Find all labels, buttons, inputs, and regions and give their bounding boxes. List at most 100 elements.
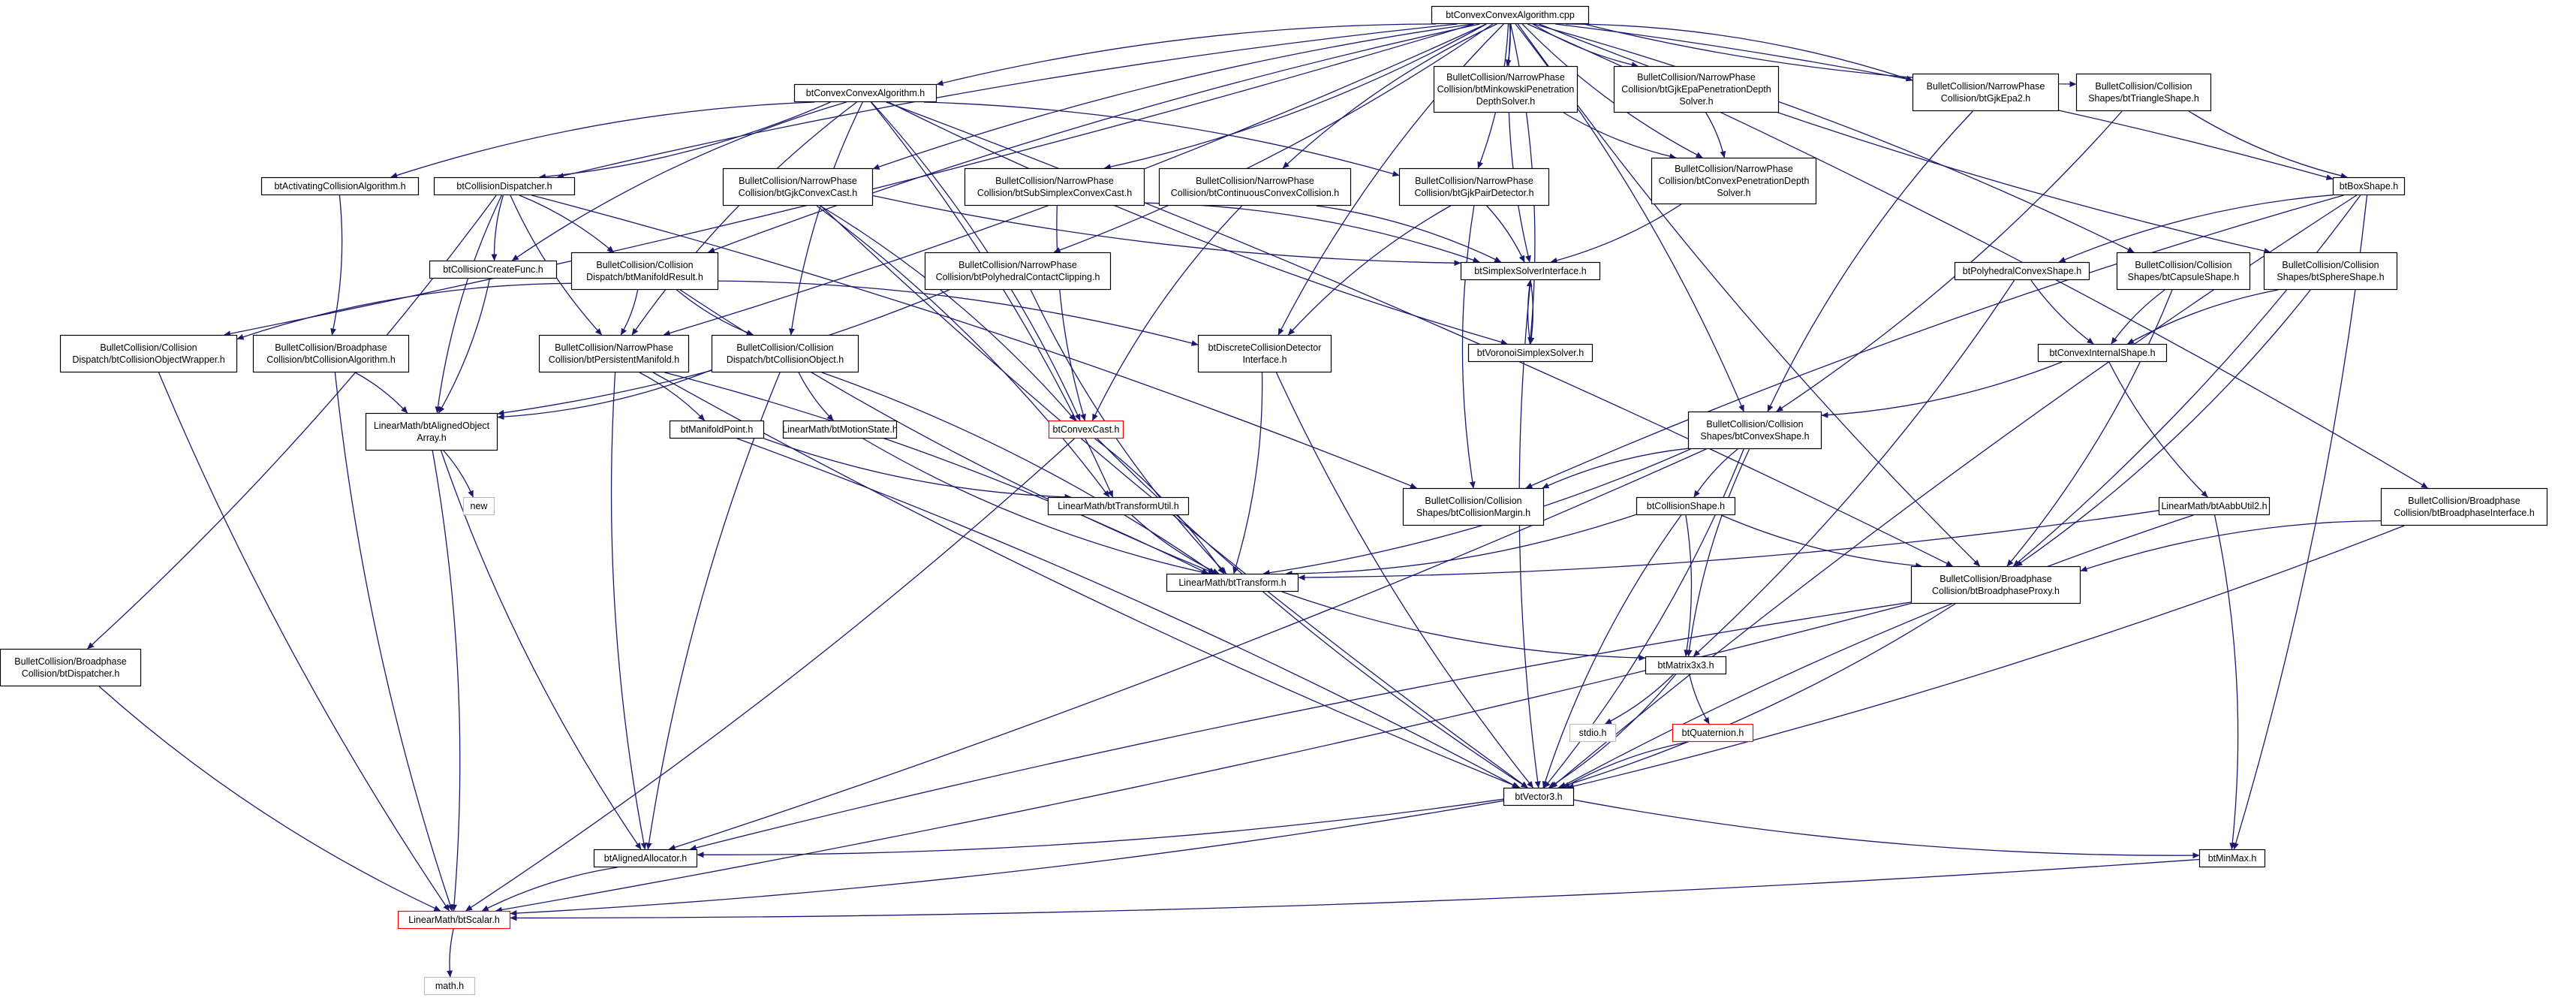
node-objwrapper[interactable]: BulletCollision/CollisionDispatch/btColl…: [59, 334, 238, 373]
edge-root-to-dispatcher_h: [557, 23, 1458, 179]
node-label-line: new: [471, 501, 489, 511]
node-box: [593, 849, 698, 868]
node-matrix[interactable]: btMatrix3x3.h: [1645, 656, 1727, 675]
node-continuous[interactable]: BulletCollision/NarrowPhaseCollision/btC…: [1158, 167, 1352, 207]
node-gjkconvexcast[interactable]: BulletCollision/NarrowPhaseCollision/btG…: [722, 167, 874, 207]
node-transformutil[interactable]: LinearMath/btTransformUtil.h: [1047, 496, 1190, 516]
node-gjkepa_solver[interactable]: BulletCollision/NarrowPhaseCollision/btG…: [1613, 65, 1780, 113]
node-broadproxy[interactable]: BulletCollision/BroadphaseCollision/btBr…: [1910, 565, 2081, 605]
node-dispatcher_h[interactable]: btCollisionDispatcher.h: [433, 176, 576, 196]
node-box: [59, 334, 238, 373]
node-convexshape[interactable]: BulletCollision/CollisionShapes/btConvex…: [1687, 411, 1822, 450]
node-box: [1158, 167, 1352, 207]
edge-root-to-gjkconvexcast: [872, 23, 1473, 170]
node-collobject[interactable]: BulletCollision/CollisionDispatch/btColl…: [711, 334, 859, 373]
node-simplexsolver[interactable]: btSimplexSolverInterface.h: [1460, 261, 1601, 281]
node-box: [1047, 496, 1190, 516]
node-transform[interactable]: LinearMath/btTransform.h: [1166, 573, 1299, 592]
node-persistent[interactable]: BulletCollision/NarrowPhaseCollision/btP…: [538, 334, 690, 373]
node-sphere[interactable]: BulletCollision/CollisionShapes/btSphere…: [2263, 252, 2398, 291]
node-label-line: btDiscreteCollisionDetector: [1208, 342, 1322, 353]
node-createfunc[interactable]: btCollisionCreateFunc.h: [429, 260, 558, 279]
node-voronoi[interactable]: btVoronoiSimplexSolver.h: [1467, 343, 1593, 363]
node-scalar[interactable]: LinearMath/btScalar.h: [397, 910, 511, 930]
edge-triangle-to-convexshape: [1776, 110, 2123, 412]
node-label-line: btConvexCast.h: [1053, 424, 1120, 435]
node-label-line: Solver.h: [1717, 188, 1750, 198]
node-motionstate[interactable]: LinearMath/btMotionState.h: [782, 420, 898, 439]
node-label-line: btQuaternion.h: [1682, 728, 1744, 738]
node-gjkepa2[interactable]: BulletCollision/NarrowPhaseCollision/btG…: [1912, 73, 2060, 112]
edge-cca_h-to-persistent: [631, 101, 857, 336]
edge-minmax-to-scalar: [510, 858, 2200, 921]
node-convexpen[interactable]: BulletCollision/NarrowPhaseCollision/btC…: [1651, 157, 1817, 205]
node-gjkpair[interactable]: BulletCollision/NarrowPhaseCollision/btG…: [1398, 167, 1550, 207]
edge-root-to-discrete: [1277, 23, 1504, 336]
node-label-line: Collision/btGjkEpaPenetrationDepth: [1621, 84, 1771, 95]
node-aabbutil[interactable]: LinearMath/btAabbUtil2.h: [2158, 496, 2271, 516]
nodes-layer: btConvexConvexAlgorithm.cpp btConvexConve…: [0, 5, 2548, 996]
node-polyconvex[interactable]: btPolyhedralConvexShape.h: [1954, 261, 2090, 281]
edge-collobject-to-alignedarray: [497, 369, 712, 421]
node-box: [1954, 261, 2090, 281]
node-manifoldresult[interactable]: BulletCollision/CollisionDispatch/btMani…: [570, 252, 719, 291]
node-boxshape[interactable]: btBoxShape.h: [2332, 176, 2406, 196]
edge-convexshape-to-alignedalloc: [668, 448, 1707, 851]
edge-root-to-simplexsolver: [1508, 23, 1531, 263]
node-minmax[interactable]: btMinMax.h: [2198, 849, 2266, 868]
node-capsule[interactable]: BulletCollision/CollisionShapes/btCapsul…: [2116, 252, 2251, 291]
node-box: [669, 420, 765, 439]
node-box: [1460, 261, 1601, 281]
node-label-line: btConvexConvexAlgorithm.cpp: [1446, 10, 1575, 20]
edge-cca_h-to-collobject: [788, 101, 863, 336]
node-label-line: btCollisionCreateFunc.h: [443, 264, 543, 275]
node-vector3[interactable]: btVector3.h: [1503, 787, 1575, 807]
node-dispatcher_bp[interactable]: BulletCollision/BroadphaseCollision/btDi…: [0, 648, 142, 687]
node-polyclip[interactable]: BulletCollision/NarrowPhaseCollision/btP…: [924, 252, 1112, 291]
node-triangle[interactable]: BulletCollision/CollisionShapes/btTriang…: [2075, 73, 2212, 112]
edge-activating-to-broadalgo: [330, 194, 343, 336]
edge-manifoldpoint-to-vector3: [736, 438, 1519, 788]
node-box: [2075, 73, 2212, 112]
edge-collobject-to-alignedalloc: [646, 372, 781, 850]
edge-capsule-to-convexinternal: [2111, 289, 2165, 345]
edge-alignedarray-to-scalar: [432, 450, 461, 912]
node-broadinterface[interactable]: BulletCollision/BroadphaseCollision/btBr…: [2380, 487, 2548, 526]
edge-voronoi-to-simplexsolver: [1526, 279, 1533, 345]
node-convexinternal[interactable]: btConvexInternalShape.h: [2037, 343, 2168, 363]
node-label-line: Collision/btContinuousConvexCollision.h: [1171, 188, 1339, 198]
node-box: [429, 260, 558, 279]
edge-quaternion-to-vector3: [1563, 741, 1689, 788]
node-box: [423, 976, 476, 996]
edge-collisionshape-to-transform: [1285, 514, 1637, 577]
edge-createfunc-to-alignedarray: [438, 278, 491, 414]
node-label-line: btAlignedAllocator.h: [604, 853, 688, 864]
node-collisionshape[interactable]: btCollisionShape.h: [1636, 496, 1736, 516]
node-label-line: BulletCollision/Collision: [100, 342, 197, 353]
node-manifoldpoint[interactable]: btManifoldPoint.h: [669, 420, 765, 439]
node-label-line: Collision/btGjkEpa2.h: [1941, 93, 2031, 104]
node-activating[interactable]: btActivatingCollisionAlgorithm.h: [260, 176, 420, 196]
edge-scalar-to-math: [447, 928, 454, 978]
node-label-line: Collision/btConvexPenetrationDepth: [1659, 176, 1810, 186]
edge-root-to-continuous: [1282, 23, 1497, 169]
node-quaternion[interactable]: btQuaternion.h: [1672, 723, 1754, 743]
edge-aabbutil-to-vector3: [1559, 514, 2194, 788]
node-label-line: Shapes/btCapsuleShape.h: [2128, 272, 2240, 282]
node-broadalgo[interactable]: BulletCollision/BroadphaseCollision/btCo…: [252, 334, 410, 373]
edge-manifoldresult-to-discrete: [718, 280, 1199, 346]
node-subsimplex[interactable]: BulletCollision/NarrowPhaseCollision/btS…: [964, 167, 1145, 207]
node-label-line: BulletCollision/Collision: [736, 342, 833, 353]
node-convexcast[interactable]: btConvexCast.h: [1048, 420, 1124, 439]
node-collisionmargin[interactable]: BulletCollision/CollisionShapes/btCollis…: [1402, 487, 1545, 526]
edge-vector3-to-scalar: [510, 800, 1504, 917]
node-label-line: Dispatch/btManifoldResult.h: [586, 272, 703, 282]
node-alignedalloc[interactable]: btAlignedAllocator.h: [593, 849, 698, 868]
node-cca_h[interactable]: btConvexConvexAlgorithm.h: [793, 83, 937, 103]
node-box: [1197, 334, 1332, 373]
edges-layer: [87, 23, 2428, 978]
edge-cca_h-to-dispatcher_h: [539, 101, 831, 180]
node-minkowski[interactable]: BulletCollision/NarrowPhaseCollision/btM…: [1433, 65, 1578, 113]
